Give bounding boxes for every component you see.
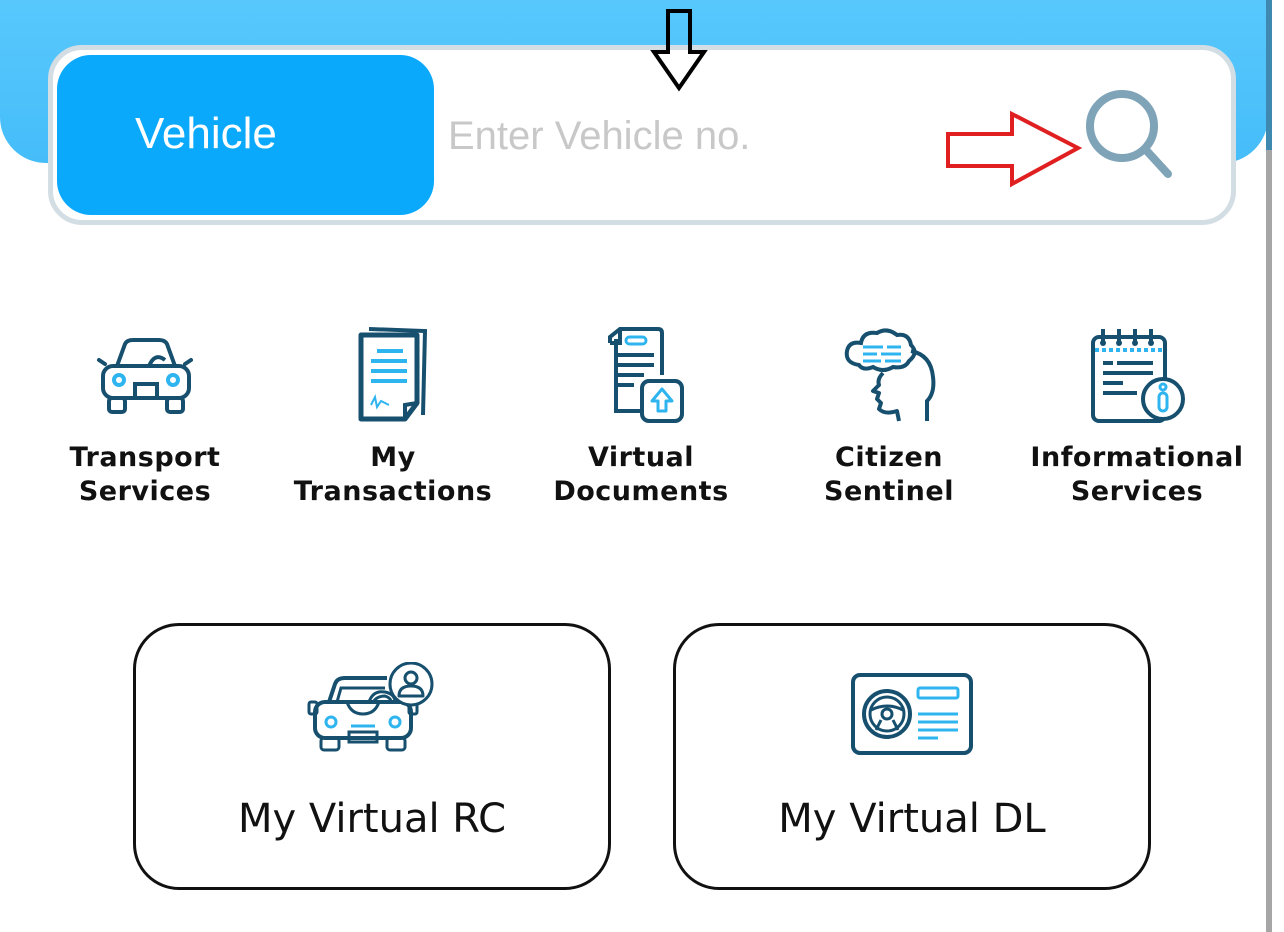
chevron-down-icon [442, 180, 464, 192]
card-title: My Virtual RC [237, 796, 507, 842]
my-virtual-dl-card[interactable]: My Virtual DL [673, 623, 1151, 890]
driving-license-icon [851, 673, 973, 755]
card-title: My Virtual DL [778, 796, 1046, 842]
search-type-dropdown[interactable]: Vehicle [57, 55, 464, 215]
thinking-head-icon [844, 328, 936, 422]
car-user-icon [307, 662, 434, 752]
document-icon [358, 327, 428, 422]
upload-document-icon [608, 327, 684, 423]
vehicle-number-input[interactable] [448, 104, 908, 168]
car-icon [97, 338, 193, 414]
scrollbar-track[interactable] [1266, 0, 1272, 932]
dropdown-selected-value: Vehicle [135, 109, 277, 158]
scrollbar-thumb[interactable] [1266, 0, 1272, 150]
search-icon[interactable] [1080, 86, 1180, 186]
info-notepad-icon [1091, 329, 1185, 423]
black-down-arrow-annotation [650, 9, 708, 92]
my-virtual-rc-card[interactable]: My Virtual RC [133, 623, 611, 890]
red-right-arrow-annotation [946, 110, 1083, 188]
